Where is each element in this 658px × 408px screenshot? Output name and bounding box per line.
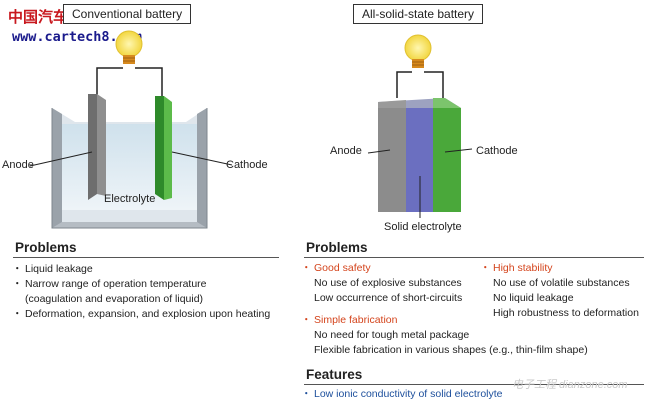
simple-fabrication-title: Simple fabrication xyxy=(301,313,397,328)
problem-item: Narrow range of operation temperature xyxy=(12,277,270,292)
problem-item: Liquid leakage xyxy=(12,262,270,277)
conventional-problems-list: Liquid leakage Narrow range of operation… xyxy=(12,262,270,322)
anode-pointer xyxy=(29,151,93,167)
solid-state-cathode-label: Cathode xyxy=(476,145,518,157)
good-safety-heading: Good safety xyxy=(301,261,371,276)
liquid-electrolyte xyxy=(58,124,202,210)
left-wire xyxy=(96,67,123,96)
high-stability-title: High stability xyxy=(480,261,553,276)
left-wire xyxy=(396,71,412,98)
high-stability-item: High robustness to deformation xyxy=(493,307,639,319)
conventional-anode-label: Anode xyxy=(2,159,34,171)
features-rule xyxy=(304,384,644,385)
anode-layer xyxy=(378,108,406,212)
right-wire xyxy=(135,67,163,98)
simple-fabrication-item: No need for tough metal package xyxy=(314,329,470,341)
cathode-pointer xyxy=(444,148,473,153)
high-stability-heading: High stability xyxy=(480,261,553,276)
features-heading: Features xyxy=(306,367,363,382)
high-stability-item: No use of volatile substances xyxy=(493,277,630,289)
solid-state-problems-heading: Problems xyxy=(306,240,368,255)
right-wire xyxy=(424,71,444,98)
anode-pointer xyxy=(367,149,391,154)
cathode-electrode xyxy=(155,96,172,200)
solid-state-battery-title: All-solid-state battery xyxy=(353,4,484,24)
good-safety-title: Good safety xyxy=(301,261,371,276)
good-safety-item: Low occurrence of short-circuits xyxy=(314,292,463,304)
high-stability-list: No use of volatile substances No liquid … xyxy=(493,276,639,321)
conventional-battery-title: Conventional battery xyxy=(63,4,192,24)
watermark-url: www.cartech8.com xyxy=(12,29,143,45)
solid-state-problems-rule xyxy=(304,257,644,258)
cathode-layer xyxy=(433,108,461,212)
watermark-bottom: 电子工程 dianzone.com xyxy=(512,379,628,391)
conventional-problems-rule xyxy=(13,257,279,258)
cathode-pointer xyxy=(171,151,233,166)
container-floor xyxy=(52,222,207,228)
simple-fabrication-item: Flexible fabrication in various shapes (… xyxy=(314,344,588,356)
problem-item-continued: (coagulation and evaporation of liquid) xyxy=(25,293,204,305)
feature-item: Low ionic conductivity of solid electrol… xyxy=(301,387,503,402)
solid-electrolyte-label: Solid electrolyte xyxy=(384,221,462,233)
high-stability-item: No liquid leakage xyxy=(493,292,574,304)
anode-electrode xyxy=(88,94,106,200)
light-bulb-icon xyxy=(115,30,143,64)
container-left-wall xyxy=(52,108,62,228)
conventional-cathode-label: Cathode xyxy=(226,159,268,171)
good-safety-list: No use of explosive substances Low occur… xyxy=(314,276,462,306)
simple-fabrication-heading: Simple fabrication xyxy=(301,313,397,328)
solid-state-anode-label: Anode xyxy=(330,145,362,157)
good-safety-item: No use of explosive substances xyxy=(314,277,462,289)
features-list: Low ionic conductivity of solid electrol… xyxy=(301,387,503,402)
problem-item: Deformation, expansion, and explosion up… xyxy=(12,307,270,322)
simple-fabrication-list: No need for tough metal package Flexible… xyxy=(314,328,588,358)
container-right-wall xyxy=(197,108,207,228)
electrolyte-label: Electrolyte xyxy=(104,193,156,205)
conventional-battery-diagram xyxy=(29,30,233,229)
conventional-problems-heading: Problems xyxy=(15,240,77,255)
light-bulb-icon xyxy=(404,34,432,68)
solid-state-battery-diagram xyxy=(367,34,473,218)
